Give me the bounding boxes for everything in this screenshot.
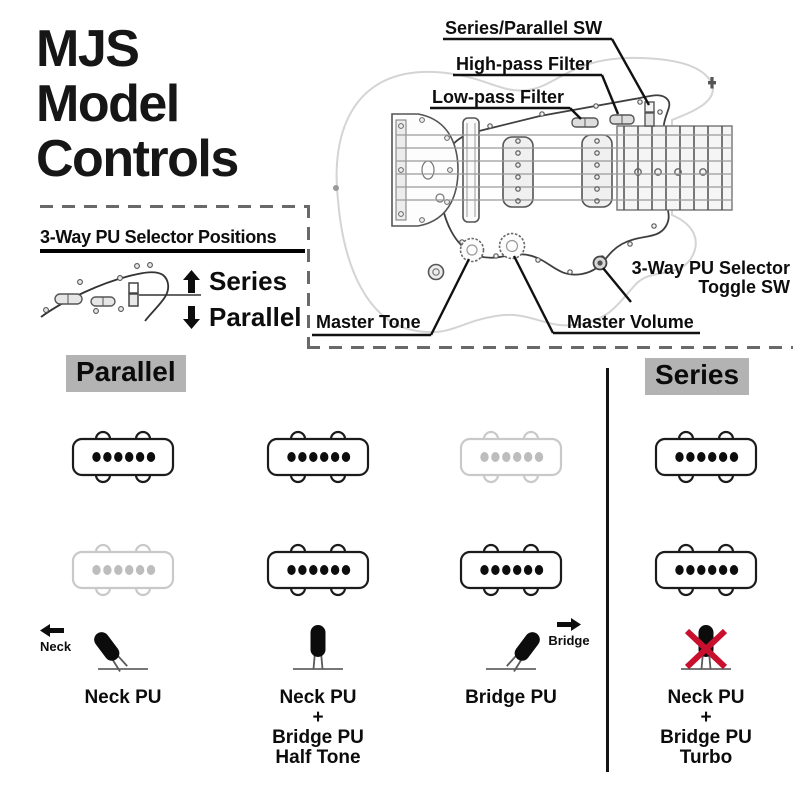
bridge bbox=[462, 117, 480, 223]
pickup-selector-toggle-icon bbox=[681, 625, 731, 670]
inset-screws bbox=[43, 262, 153, 314]
label-selector-toggle: 3-Way PU Selector Toggle SW bbox=[600, 259, 790, 297]
neck-direction-indicator: Neck bbox=[40, 624, 71, 653]
pu-selector-toggle-switch bbox=[592, 255, 608, 271]
neck-direction-label: Neck bbox=[40, 639, 72, 654]
label-selector-toggle-line1: 3-Way PU Selector bbox=[631, 258, 790, 278]
label-master-tone: Master Tone bbox=[316, 312, 421, 332]
guitar-neck bbox=[616, 125, 733, 211]
inset-slide-switch-2 bbox=[90, 296, 116, 307]
left-arrow-icon bbox=[40, 624, 64, 637]
dashed-divider-vertical bbox=[307, 205, 310, 348]
series-section-header: Series bbox=[645, 358, 750, 395]
bridge-pickup-diagram bbox=[654, 543, 758, 597]
neck-pickup-diagram bbox=[71, 430, 175, 484]
dashed-divider-bottom bbox=[307, 346, 793, 349]
dashed-divider-top-left bbox=[40, 205, 308, 208]
column-neck-pu: Neck Neck PU bbox=[40, 400, 198, 800]
pickguard-inset-drawing bbox=[40, 262, 201, 322]
pole-pieces bbox=[515, 138, 600, 204]
down-arrow-icon bbox=[183, 306, 200, 329]
up-arrow-icon bbox=[183, 270, 200, 293]
series-position-label: Series bbox=[209, 266, 288, 296]
column-bridge-pu: Bridge Bridge PU bbox=[436, 400, 590, 800]
neck-pickup-diagram bbox=[654, 430, 758, 484]
guitar-illustration bbox=[312, 37, 733, 337]
column-label: Bridge PU bbox=[465, 687, 557, 708]
bridge-direction-label: Bridge bbox=[548, 633, 590, 648]
selector-positions-heading: 3-Way PU Selector Positions bbox=[40, 227, 277, 247]
page-title: MJS Model Controls bbox=[36, 20, 239, 188]
neck-pickup bbox=[581, 134, 613, 208]
inset-series-parallel-switch bbox=[128, 282, 139, 307]
bridge-pickup-diagram bbox=[459, 543, 563, 597]
pickup-selector-toggle-icon bbox=[486, 632, 540, 672]
column-neck-bridge-half-tone: Neck PU + Bridge PU Half Tone bbox=[243, 400, 393, 800]
parallel-section-header: Parallel bbox=[66, 355, 186, 392]
strap-button-left bbox=[333, 185, 339, 191]
master-tone-knob bbox=[459, 237, 485, 263]
bridge-pickup-diagram bbox=[266, 543, 370, 597]
parallel-position-label: Parallel bbox=[209, 302, 302, 332]
label-selector-toggle-line2: Toggle SW bbox=[698, 277, 790, 297]
column-label: Neck PU bbox=[84, 687, 162, 708]
high-pass-filter-switch bbox=[609, 114, 635, 125]
label-series-parallel-sw: Series/Parallel SW bbox=[445, 18, 603, 38]
low-pass-filter-switch bbox=[571, 117, 599, 128]
column-neck-bridge-turbo: Neck PU + Bridge PU Turbo bbox=[631, 400, 781, 800]
series-parallel-switch bbox=[644, 101, 655, 127]
column-label: Neck PU + Bridge PU Turbo bbox=[660, 687, 752, 768]
parallel-position-row: Parallel bbox=[183, 302, 302, 333]
series-position-row: Series bbox=[183, 266, 287, 297]
tremolo-plate bbox=[391, 113, 459, 227]
pickup-selector-toggle-icon bbox=[293, 625, 343, 670]
right-arrow-icon bbox=[557, 618, 581, 631]
neck-pickup-diagram bbox=[266, 430, 370, 484]
selector-positions-underline bbox=[40, 249, 305, 253]
annotation-leader-lines bbox=[312, 37, 700, 337]
inset-pickguard-edge bbox=[40, 271, 170, 322]
bridge-pickup bbox=[502, 136, 534, 208]
title-line-1: MJS bbox=[36, 20, 140, 78]
title-line-2: Model bbox=[36, 75, 180, 133]
pickup-selector-toggle-icon bbox=[94, 632, 148, 672]
neck-pickup-diagram bbox=[459, 430, 563, 484]
label-high-pass-filter: High-pass Filter bbox=[456, 54, 593, 74]
column-label: Neck PU + Bridge PU Half Tone bbox=[272, 687, 364, 768]
inset-slide-switch-1 bbox=[54, 293, 83, 305]
strap-button-top bbox=[708, 77, 716, 89]
red-x-icon bbox=[684, 628, 728, 670]
master-volume-knob bbox=[498, 232, 526, 260]
series-divider-line bbox=[606, 368, 609, 772]
strings bbox=[396, 134, 732, 201]
label-low-pass-filter: Low-pass Filter bbox=[432, 87, 565, 107]
title-line-3: Controls bbox=[36, 130, 239, 188]
bridge-direction-indicator: Bridge bbox=[548, 618, 590, 647]
bridge-pickup-diagram bbox=[71, 543, 175, 597]
output-jack bbox=[427, 263, 445, 281]
label-master-volume: Master Volume bbox=[567, 312, 694, 332]
